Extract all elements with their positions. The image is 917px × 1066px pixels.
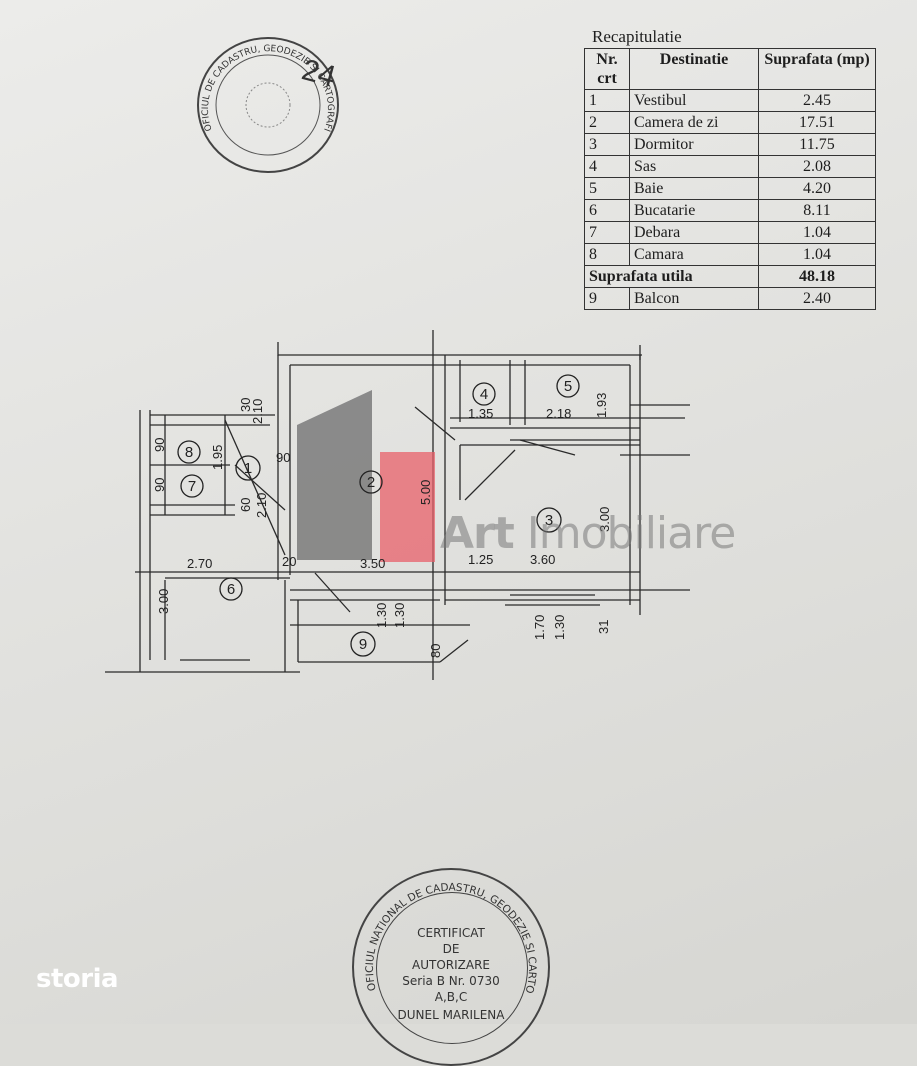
dim-60: 60 (238, 498, 253, 512)
row-name: Sas (629, 155, 759, 178)
red-overlay (380, 452, 435, 562)
watermark: Art Imobiliare (440, 508, 737, 559)
dim-193: 1.93 (594, 393, 609, 418)
total-label: Suprafata utila (584, 265, 759, 288)
row-name: Debara (629, 221, 759, 244)
room-8-label: 8 (185, 444, 193, 461)
dim-270: 2.70 (187, 556, 212, 571)
cert-line1: CERTIFICAT (417, 926, 485, 940)
dim-20: 20 (282, 554, 296, 569)
storia-logo: storia (36, 964, 119, 994)
row-area: 2.40 (758, 287, 876, 310)
dim-125: 1.25 (468, 552, 493, 567)
dim-218: 2.18 (546, 406, 571, 421)
dim-195: 1.95 (210, 445, 225, 470)
cert-line3: AUTORIZARE (412, 958, 490, 972)
row-name: Baie (629, 177, 759, 200)
row-area: 8.11 (758, 199, 876, 222)
row-area: 11.75 (758, 133, 876, 156)
dim-31: 31 (596, 620, 611, 634)
row-area: 17.51 (758, 111, 876, 134)
dim-80: 80 (428, 644, 443, 658)
row-area: 1.04 (758, 243, 876, 266)
cert-line5: A,B,C (434, 990, 468, 1004)
row-area: 4.20 (758, 177, 876, 200)
room-6-label: 6 (227, 581, 235, 598)
row-name: Bucatarie (629, 199, 759, 222)
row-area: 2.08 (758, 155, 876, 178)
bottom-stamp-ring: OFICIUL NATIONAL DE CADASTRU, GEODEZIE S… (354, 870, 538, 995)
dim-300-right: 3.00 (597, 507, 612, 532)
dim-350: 3.50 (360, 556, 385, 571)
header-nr: Nr. crt (584, 48, 630, 90)
room-1-label: 1 (244, 460, 252, 477)
cert-line6: DUNEL MARILENA (397, 1008, 505, 1022)
bottom-stamp: OFICIUL NATIONAL DE CADASTRU, GEODEZIE S… (352, 868, 550, 1066)
floor-plan: 4 5 1 2 3 8 7 6 9 1.35 2.18 1.93 5.00 2.… (105, 330, 690, 680)
watermark-bold: Art (440, 508, 515, 559)
dim-90b: 90 (152, 478, 167, 492)
room-7-label: 7 (188, 478, 196, 495)
dim-135: 1.35 (468, 406, 493, 421)
room-4-label: 4 (480, 386, 488, 403)
room-3-label: 3 (545, 512, 553, 529)
row-name: Balcon (629, 287, 759, 310)
cert-line2: DE (442, 942, 460, 956)
room-2-label: 2 (367, 474, 375, 491)
header-destinatie: Destinatie (629, 48, 759, 90)
dim-300-left: 3.00 (156, 589, 171, 614)
dim-90a: 90 (152, 438, 167, 452)
dim-130c: 1.30 (552, 615, 567, 640)
cert-line4: Seria B Nr. 0730 (402, 974, 500, 988)
dim-90c: 90 (276, 450, 290, 465)
header-suprafata: Suprafata (mp) (758, 48, 876, 90)
dim-500: 5.00 (418, 480, 433, 505)
dim-170: 1.70 (532, 615, 547, 640)
room-9-label: 9 (359, 636, 367, 653)
dim-360: 3.60 (530, 552, 555, 567)
dim-30: 30 (238, 398, 253, 412)
dim-130b: 1.30 (392, 603, 407, 628)
room-5-label: 5 (564, 378, 572, 395)
recap-title: Recapitulatie (592, 27, 682, 46)
dim-130a: 1.30 (374, 603, 389, 628)
gray-overlay (297, 390, 372, 560)
dim-210b: 2.10 (254, 493, 269, 518)
watermark-rest: Imobiliare (513, 508, 737, 559)
top-stamp: OFICIUL DE CADASTRU, GEODEZIE SI CARTOGR… (0, 0, 339, 173)
row-area: 2.45 (758, 89, 876, 112)
dim-210: 2.10 (250, 399, 265, 424)
